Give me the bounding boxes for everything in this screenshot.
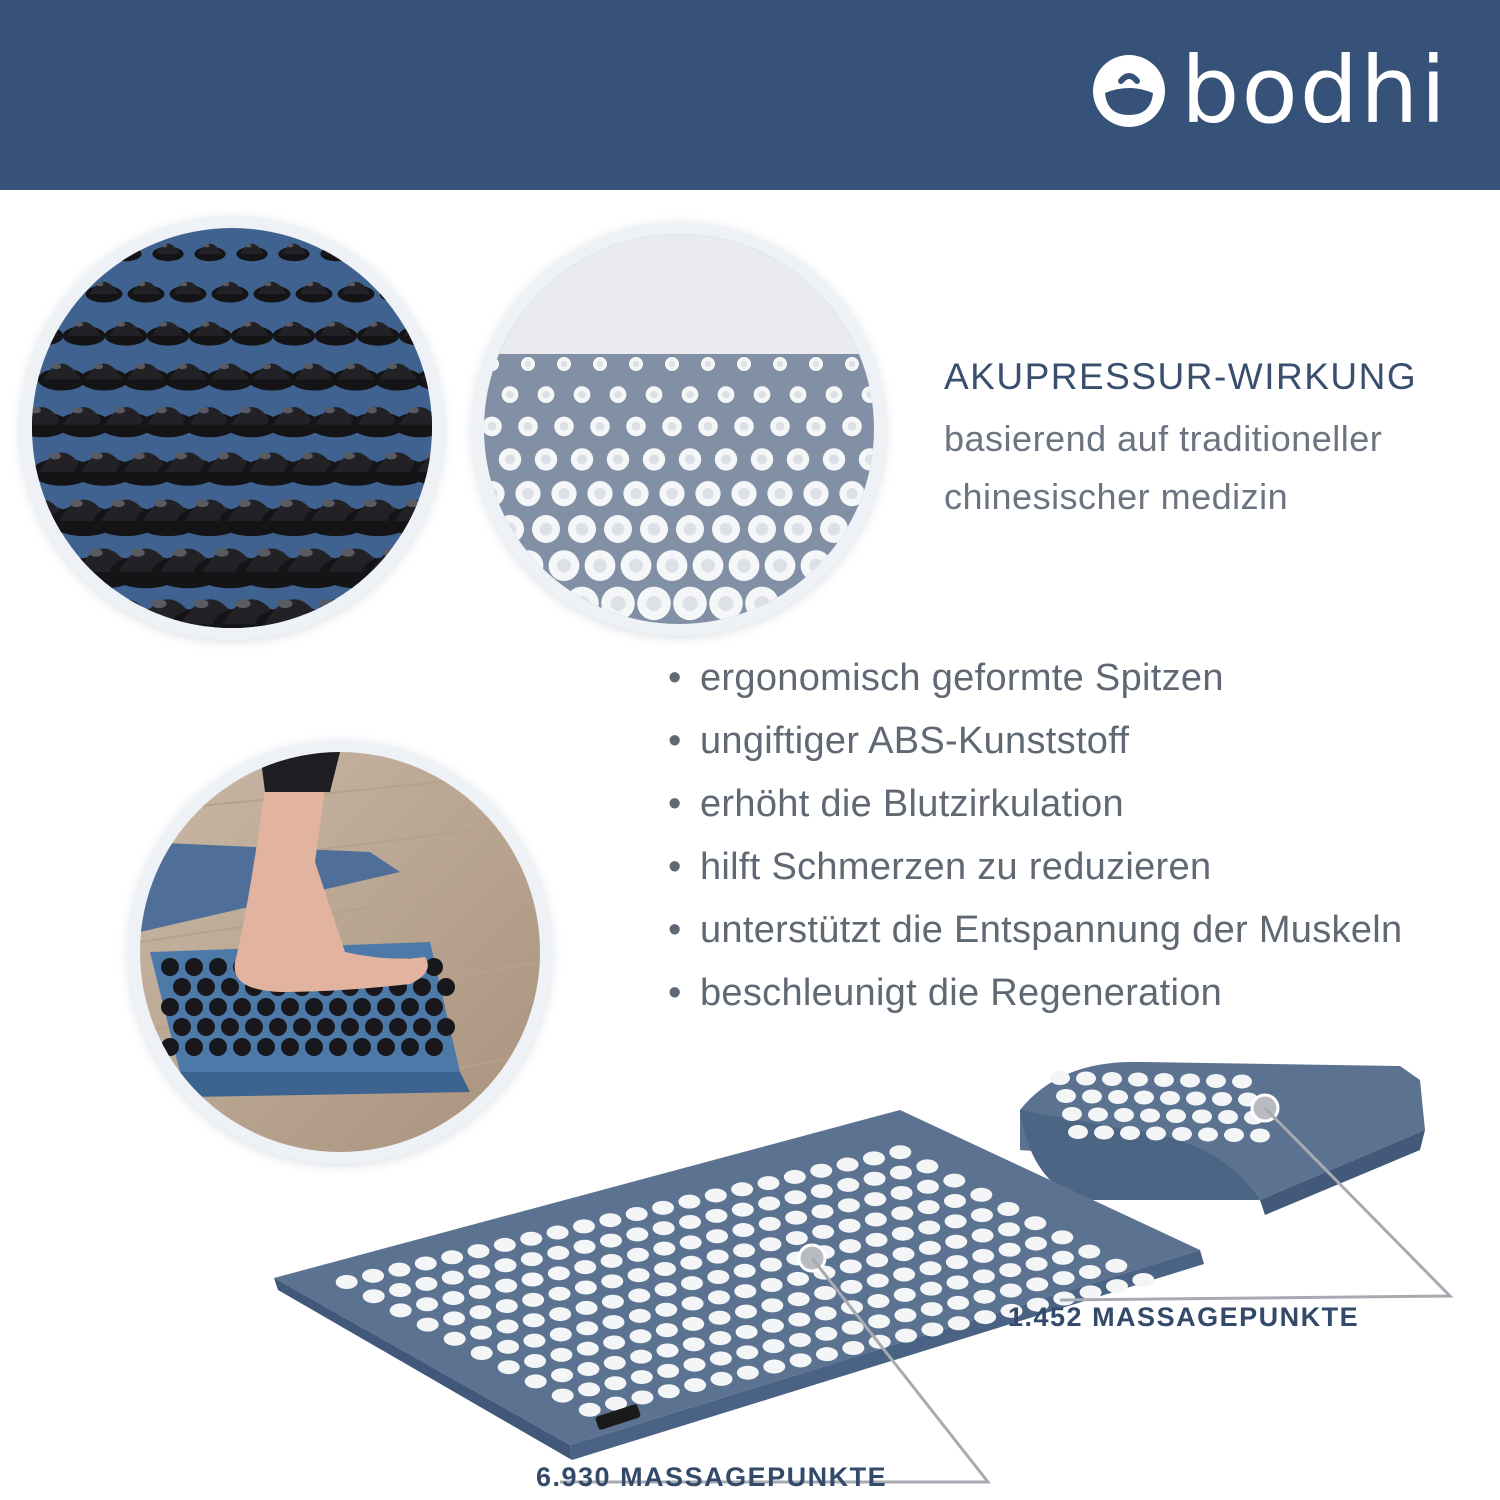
headline: AKUPRESSUR-WIRKUNG xyxy=(944,356,1418,397)
header-bar: bodhi xyxy=(0,0,1500,190)
bodhi-logo-icon xyxy=(1093,55,1166,127)
feature-item: •hilft Schmerzen zu reduzieren xyxy=(668,846,1212,888)
black-spikes-closeup-image xyxy=(32,228,432,628)
feature-item: •ungiftiger ABS-Kunststoff xyxy=(668,720,1130,762)
mat-massage-points-label: 6.930 MASSAGEPUNKTE xyxy=(536,1462,888,1492)
brand-logo: bodhi xyxy=(1091,36,1448,146)
subheadline-line-1: basierend auf traditioneller xyxy=(944,418,1383,459)
feature-list: •ergonomisch geformte Spitzen •ungiftige… xyxy=(668,652,1468,1030)
mat-and-pillow-image xyxy=(274,1061,1454,1484)
feature-item: •ergonomisch geformte Spitzen xyxy=(668,657,1224,699)
feature-item: •erhöht die Blutzirkulation xyxy=(668,783,1124,825)
feature-item: •beschleunigt die Regeneration xyxy=(668,972,1223,1014)
pillow-massage-points-label: 1.452 MASSAGEPUNKTE xyxy=(1008,1302,1360,1332)
subheadline-line-2: chinesischer medizin xyxy=(944,476,1289,517)
foot-on-mat-image xyxy=(140,752,540,1152)
white-spikes-closeup-image xyxy=(484,234,874,624)
feature-item: •unterstützt die Entspannung der Muskeln xyxy=(668,909,1403,951)
brand-name: bodhi xyxy=(1181,37,1448,144)
